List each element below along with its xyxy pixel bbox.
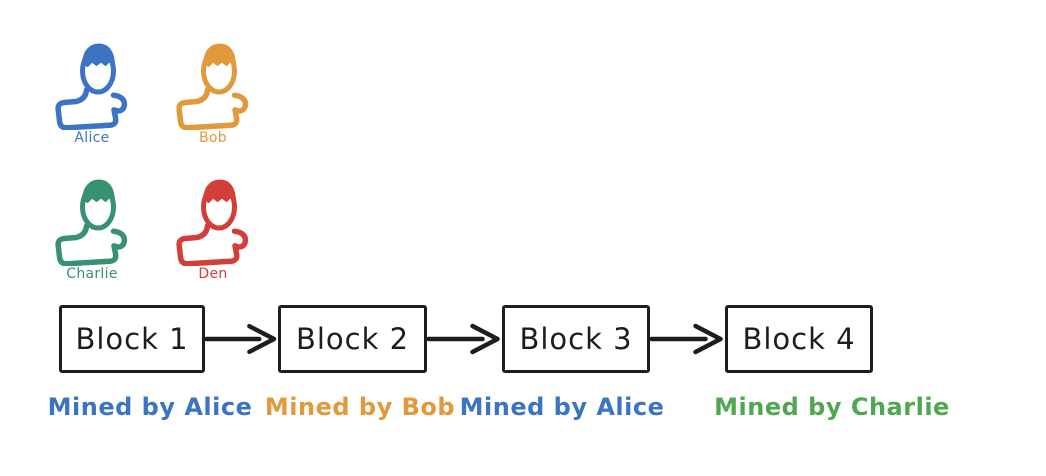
block-3: Block 3 <box>502 305 650 373</box>
person-den: Den <box>168 174 258 282</box>
person-name-label: Bob <box>199 130 227 146</box>
block-label: Block 1 <box>75 322 189 356</box>
person-name-label: Den <box>198 266 228 282</box>
block-2: Block 2 <box>278 305 427 373</box>
person-charlie: Charlie <box>47 174 137 282</box>
person-alice: Alice <box>47 38 137 146</box>
person-bob: Bob <box>168 38 258 146</box>
person-icon <box>176 43 249 130</box>
block-label: Block 3 <box>519 322 633 356</box>
miner-label-block-2: Mined by Bob <box>264 393 456 421</box>
person-name-label: Alice <box>74 130 110 146</box>
block-label: Block 4 <box>742 322 856 356</box>
person-name-label: Charlie <box>66 266 118 282</box>
miner-label-block-3: Mined by Alice <box>459 393 665 421</box>
block-1: Block 1 <box>59 305 205 373</box>
arrow-right-icon <box>427 323 500 355</box>
arrow-right-icon <box>205 323 277 355</box>
miner-label-block-4: Mined by Charlie <box>714 393 950 421</box>
block-label: Block 2 <box>295 322 410 356</box>
arrow-right-icon <box>650 323 723 355</box>
block-4: Block 4 <box>725 305 873 373</box>
person-icon <box>55 43 128 130</box>
miner-label-block-1: Mined by Alice <box>47 393 253 421</box>
person-icon <box>55 179 128 266</box>
person-icon <box>176 179 249 266</box>
